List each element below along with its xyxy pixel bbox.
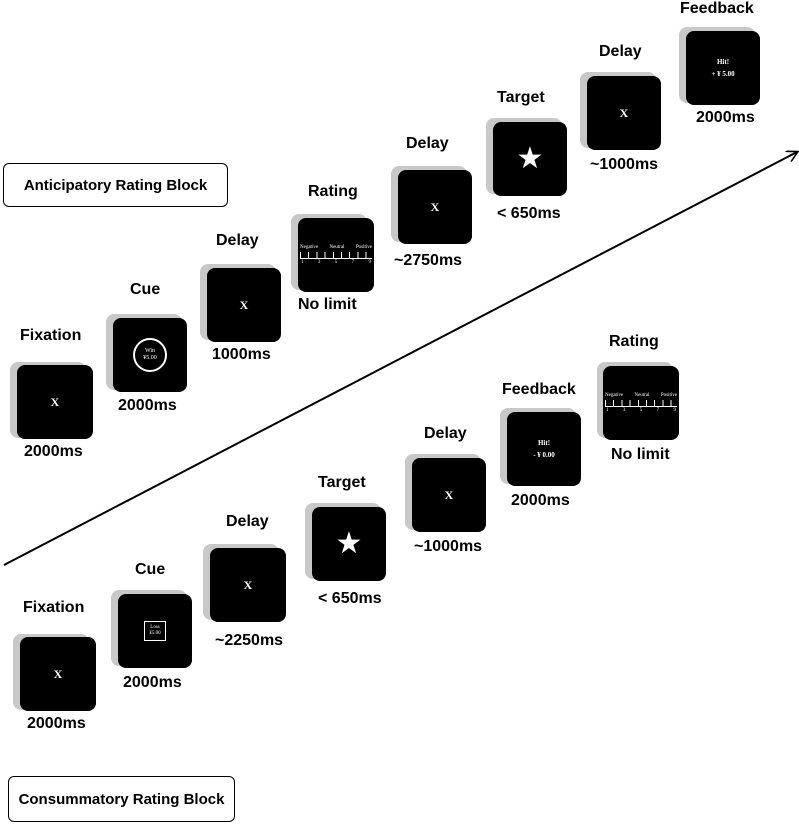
win-cue-circle: Win ¥5.00 — [133, 338, 167, 372]
rating-negative-label: Negative — [300, 244, 319, 250]
rating-positive-label: Positive — [355, 244, 372, 250]
con-target-screen: ★ — [312, 507, 386, 581]
rating-num-9: 9 — [673, 407, 677, 413]
ant-fixation-duration: 2000ms — [24, 443, 83, 460]
ant-target-duration: < 650ms — [497, 205, 561, 222]
feedback-amount-text: - ¥ 0.00 — [533, 451, 555, 459]
feedback-hit-text: Hit! — [537, 439, 551, 447]
feedback-message: Hit! - ¥ 0.00 — [533, 437, 555, 461]
ant-feedback-title: Feedback — [680, 0, 754, 17]
target-star-icon: ★ — [335, 527, 363, 560]
rating-num-7: 7 — [351, 259, 355, 265]
cue-win-text: Win — [144, 348, 156, 354]
ant-target-screen: ★ — [493, 122, 567, 196]
fixation-cross: X — [444, 487, 454, 502]
fixation-cross: X — [53, 666, 63, 681]
con-cue-duration: 2000ms — [123, 674, 182, 691]
con-cue-title: Cue — [135, 561, 166, 578]
feedback-hit-text: Hit! — [716, 58, 730, 66]
fixation-cross: X — [239, 297, 249, 312]
loss-cue-square: Loss ¥5.00 — [144, 621, 166, 641]
ant-delay1-title: Delay — [216, 232, 259, 249]
rating-num-3: 3 — [622, 407, 626, 413]
con-cue-screen: Loss ¥5.00 — [118, 594, 192, 668]
rating-num-7: 7 — [656, 407, 660, 413]
fixation-cross: X — [50, 394, 60, 409]
rating-scale: Negative Neutral Positive 1 3 5 7 9 — [298, 245, 374, 266]
con-fixation-screen: X — [20, 637, 96, 711]
rating-num-9: 9 — [368, 259, 372, 265]
rating-negative-label: Negative — [605, 392, 624, 398]
ant-fixation-screen: X — [17, 365, 93, 439]
con-target-duration: < 650ms — [318, 590, 382, 607]
con-feedback-duration: 2000ms — [511, 492, 570, 509]
con-rating-duration: No limit — [611, 446, 670, 463]
ant-fixation-title: Fixation — [20, 327, 82, 344]
ant-delay3-screen: X — [587, 76, 661, 150]
rating-neutral-label: Neutral — [634, 392, 650, 398]
ant-cue-screen: Win ¥5.00 — [113, 318, 187, 392]
ant-delay3-duration: ~1000ms — [590, 156, 659, 173]
ant-delay3-title: Delay — [599, 43, 642, 60]
ant-delay1-screen: X — [207, 268, 281, 342]
ant-target-title: Target — [497, 89, 545, 106]
con-delay1-title: Delay — [226, 513, 269, 530]
con-delay1-duration: ~2250ms — [215, 632, 284, 649]
ant-rating-title: Rating — [308, 183, 358, 200]
con-target-title: Target — [318, 474, 366, 491]
rating-num-5: 5 — [334, 259, 338, 265]
con-delay2-screen: X — [412, 458, 486, 532]
rating-num-3: 3 — [317, 259, 321, 265]
consummatory-block-label: Consummatory Rating Block — [8, 776, 235, 822]
cue-loss-text: Loss — [150, 625, 160, 630]
rating-neutral-label: Neutral — [329, 244, 345, 250]
ant-feedback-duration: 2000ms — [696, 109, 755, 126]
con-fixation-duration: 2000ms — [27, 715, 86, 732]
con-delay2-duration: ~1000ms — [414, 538, 483, 555]
rating-positive-label: Positive — [660, 392, 677, 398]
cue-amount-text: ¥5.00 — [143, 355, 157, 361]
ant-delay2-screen: X — [398, 170, 472, 244]
fixation-cross: X — [243, 577, 253, 592]
rating-ticks — [605, 399, 677, 407]
rating-num-1: 1 — [606, 407, 609, 413]
anticipatory-block-label: Anticipatory Rating Block — [3, 163, 228, 207]
rating-scale: Negative Neutral Positive 1 3 5 7 9 — [603, 393, 679, 414]
fixation-cross: X — [430, 199, 440, 214]
ant-cue-title: Cue — [130, 281, 161, 298]
feedback-message: Hit! + ¥ 5.00 — [711, 56, 734, 80]
ant-cue-duration: 2000ms — [118, 397, 177, 414]
fixation-cross: X — [619, 105, 629, 120]
ant-rating-screen: Negative Neutral Positive 1 3 5 7 9 — [298, 218, 374, 292]
ant-delay2-title: Delay — [406, 135, 449, 152]
con-rating-screen: Negative Neutral Positive 1 3 5 7 9 — [603, 366, 679, 440]
ant-feedback-screen: Hit! + ¥ 5.00 — [686, 31, 760, 105]
time-arrow — [3, 152, 797, 566]
con-delay2-title: Delay — [424, 425, 467, 442]
ant-rating-duration: No limit — [298, 296, 357, 313]
con-feedback-screen: Hit! - ¥ 0.00 — [507, 412, 581, 486]
feedback-amount-text: + ¥ 5.00 — [711, 70, 735, 78]
con-fixation-title: Fixation — [23, 599, 85, 616]
target-star-icon: ★ — [516, 142, 544, 175]
rating-num-5: 5 — [639, 407, 643, 413]
ant-delay2-duration: ~2750ms — [394, 252, 463, 269]
cue-amount-text: ¥5.00 — [149, 631, 161, 636]
rating-num-1: 1 — [301, 259, 304, 265]
con-delay1-screen: X — [210, 548, 286, 622]
rating-ticks — [300, 251, 372, 259]
con-feedback-title: Feedback — [502, 381, 576, 398]
con-rating-title: Rating — [609, 333, 659, 350]
ant-delay1-duration: 1000ms — [212, 346, 271, 363]
